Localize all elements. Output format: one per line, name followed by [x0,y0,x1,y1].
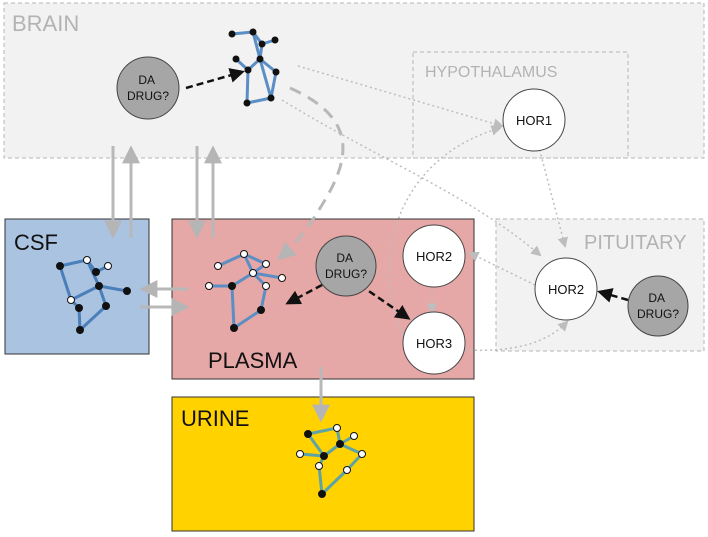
hor3-label: HOR3 [416,336,452,351]
brain-network [228,28,280,107]
hor1-label: HOR1 [516,113,552,128]
dotted-hor1-to-hor2-pit [536,139,568,249]
dotted-network-to-hor1 [297,65,505,129]
urine-network [296,424,366,498]
drug-node-brain: DA DRUG? [116,56,180,120]
hor3-node: HOR3 [402,311,466,375]
urine-region: URINE [171,396,475,532]
plasma-network [205,250,286,332]
arrow-drug-to-plasma-network [285,283,323,305]
csf-label: CSF [14,230,58,255]
arrow-brain-network-to-plasma-network [277,86,345,261]
dotted-hor2-pit-to-hor2 [468,251,536,286]
drug-node-label: DA DRUG? [127,73,169,103]
hor1-node: HOR1 [502,88,566,152]
drug-node-pituitary: DA DRUG? [627,275,689,337]
csf-region: CSF [4,218,150,355]
hor2-label: HOR2 [416,249,452,264]
transport-arrows [104,86,345,423]
drug-node-label: DA DRUG? [637,291,679,321]
pituitary-label: PITUITARY [584,232,687,254]
brain-region: BRAIN [3,2,705,159]
drug-node-plasma: DA DRUG? [315,235,377,297]
arrow-drug-to-brain-network [185,68,245,90]
arrow-drug-to-hor2-pit [597,288,629,303]
urine-label: URINE [181,406,249,431]
brain-label: BRAIN [12,11,79,36]
drug-action-arrows [185,68,629,320]
dotted-network-to-hor2-pit [281,99,542,257]
csf-network [56,256,131,334]
hor2-plasma-node: HOR2 [402,224,466,288]
hor2-label: HOR2 [548,282,584,297]
arrow-drug-to-hor3 [359,283,411,320]
plasma-label: PLASMA [208,348,298,373]
hor2-pituitary-node: HOR2 [534,257,598,321]
drug-node-label: DA DRUG? [325,251,367,281]
hypothalamus-label: HYPOTHALAMUS [425,64,557,81]
hypothalamus-region: HYPOTHALAMUS [412,51,629,159]
